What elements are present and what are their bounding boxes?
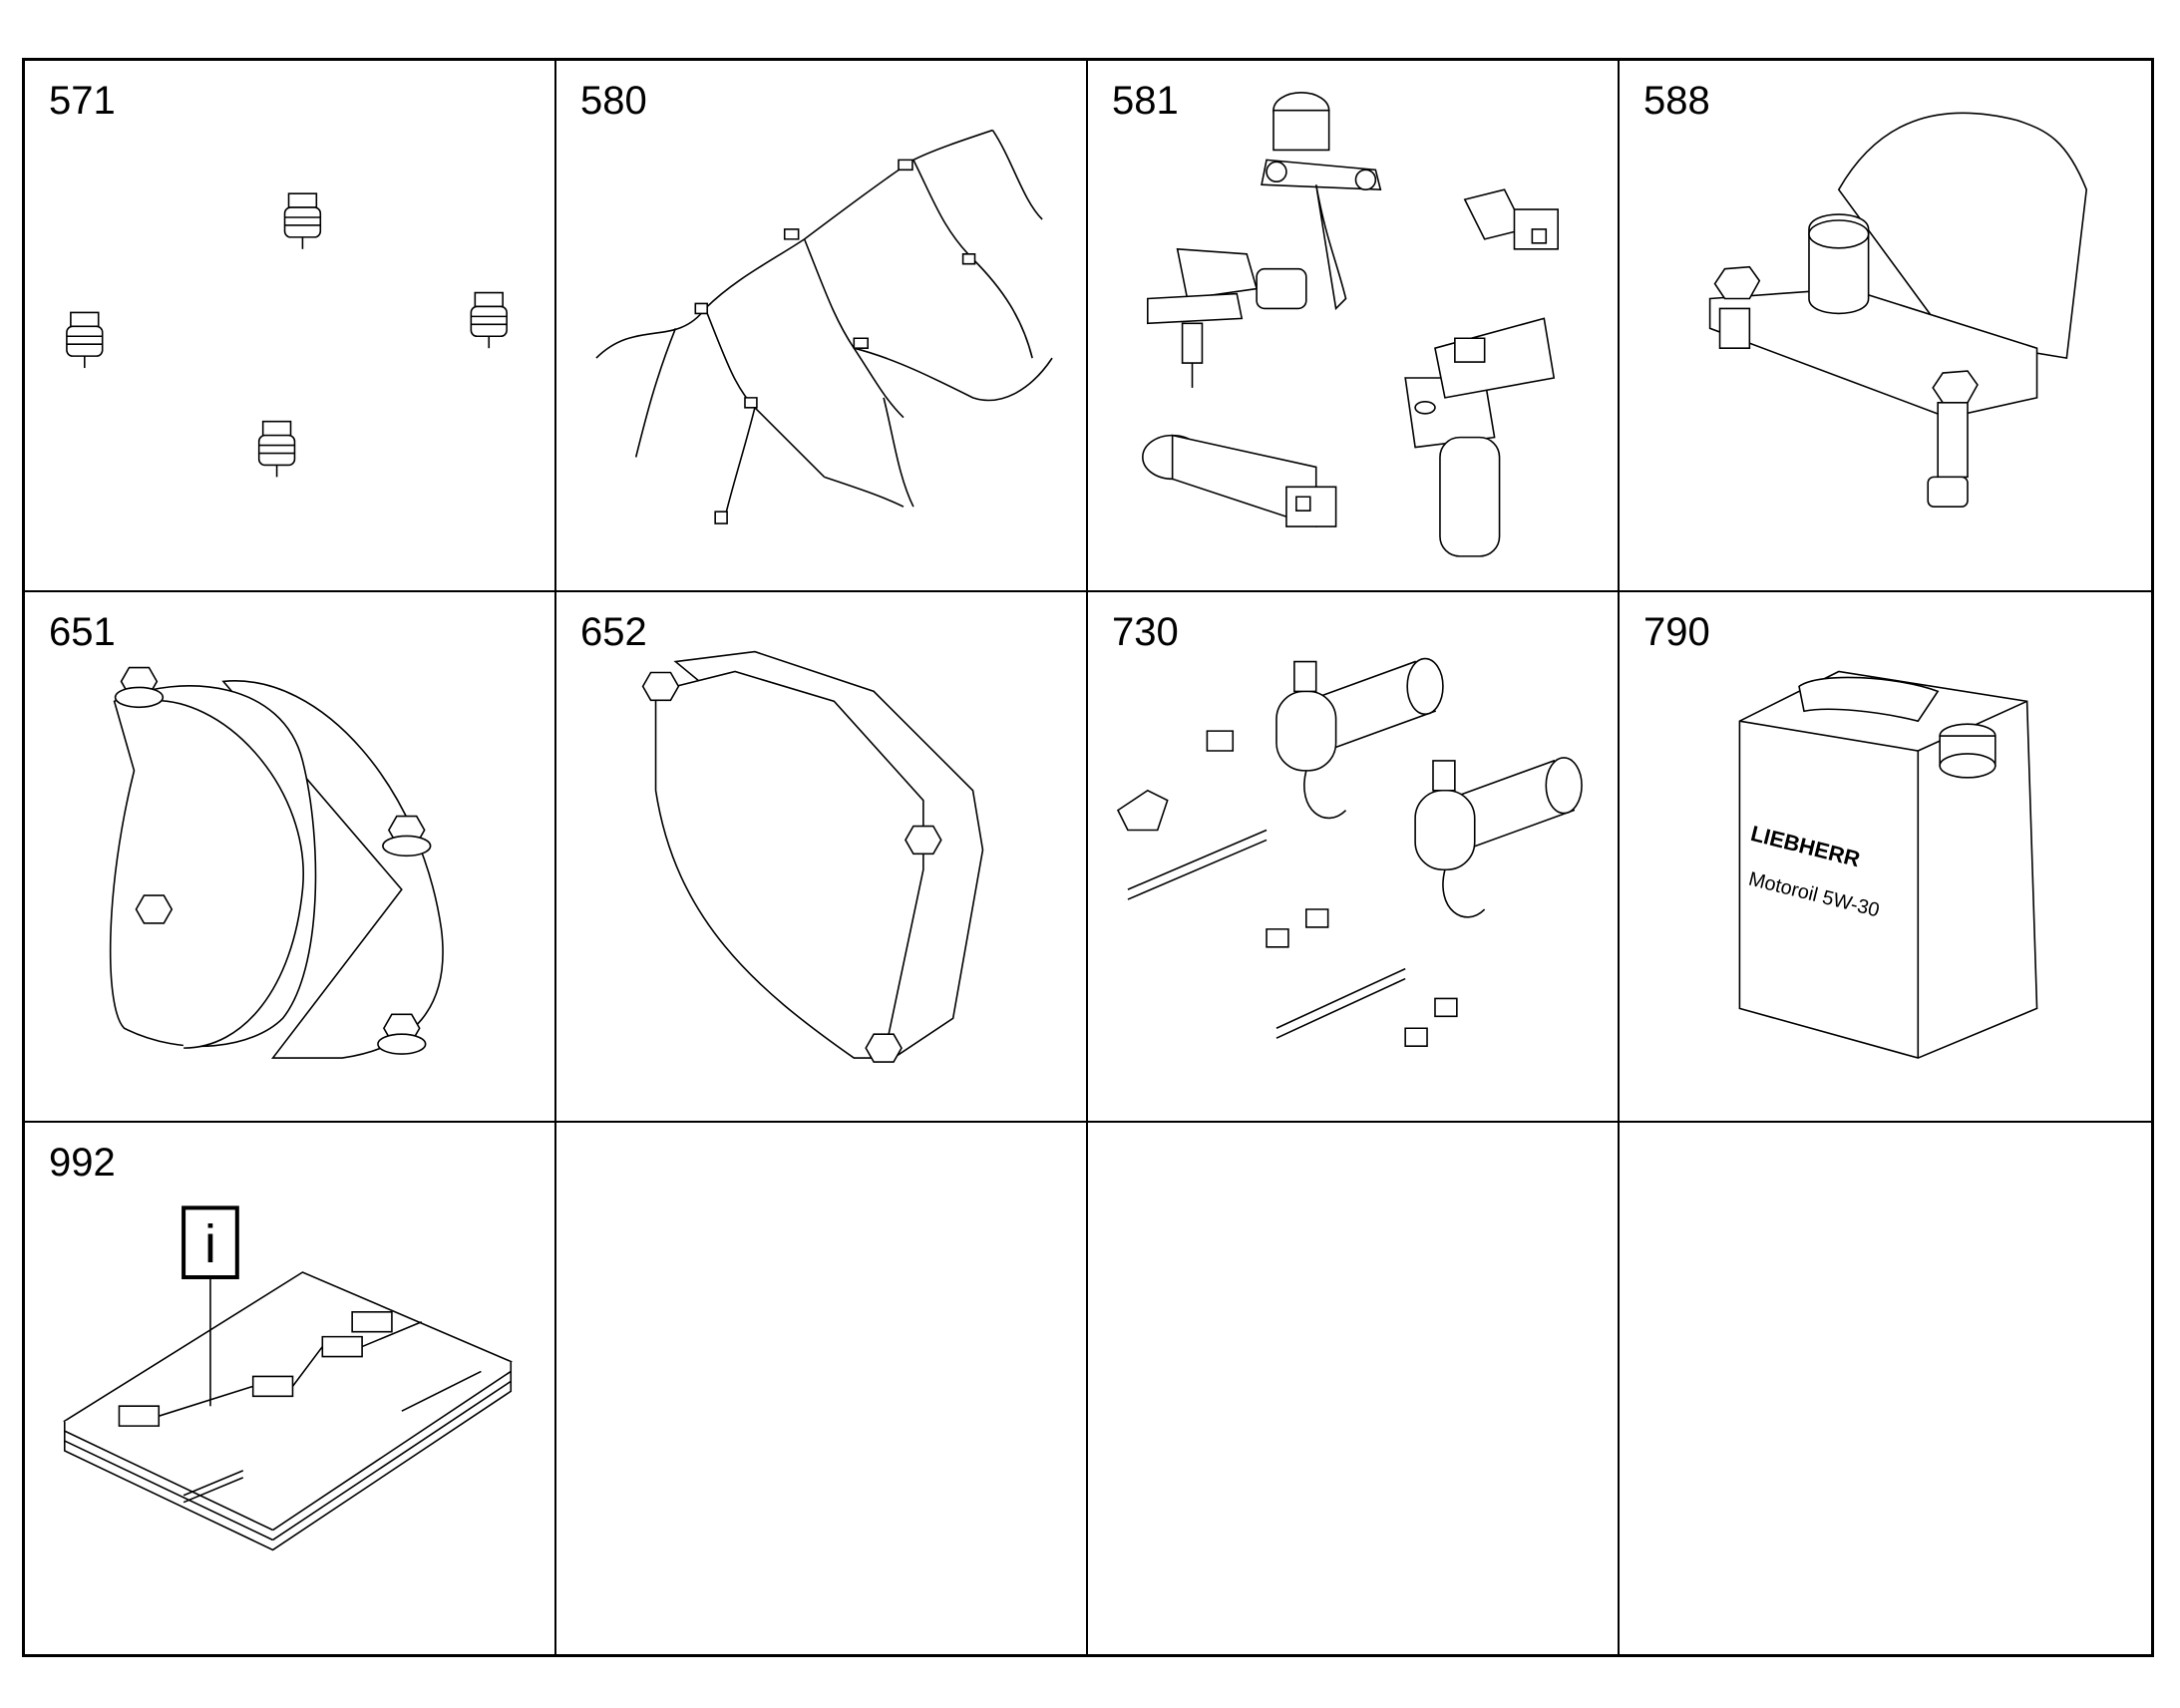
item-number: 581 [1112, 79, 1179, 123]
item-number: 790 [1643, 609, 1710, 654]
cell-588[interactable]: 588 [1620, 61, 2151, 592]
cell-730[interactable]: 730 [1088, 591, 1620, 1124]
cell-580[interactable]: 580 [556, 61, 1088, 592]
empty-cell [556, 1123, 1088, 1654]
item-number: 730 [1112, 609, 1179, 654]
oil-canister-icon: LIEBHERR Motoroil 5W-30 [1620, 592, 2151, 1122]
cover-icon [25, 592, 554, 1122]
heater-kit-icon [1088, 592, 1618, 1122]
item-number: 992 [49, 1141, 116, 1186]
bolt-set-icon [25, 61, 554, 590]
parts-grid: 571 580 581 [22, 58, 2154, 1657]
item-number: 651 [49, 609, 116, 654]
wiring-harness-icon [556, 61, 1086, 590]
cell-651[interactable]: 651 [25, 591, 556, 1124]
documentation-icon: i [25, 1123, 554, 1654]
item-number: 571 [49, 79, 116, 123]
item-number: 652 [580, 609, 647, 654]
cell-790[interactable]: 790 LIEBHERR Motoroil 5W-30 [1620, 592, 2151, 1124]
cell-652[interactable]: 652 [556, 591, 1088, 1124]
item-number: 580 [580, 79, 647, 123]
empty-cell [1620, 1123, 2151, 1654]
sensor-set-icon [1088, 61, 1618, 590]
item-number: 588 [1643, 79, 1710, 123]
cell-571[interactable]: 571 [25, 61, 556, 592]
info-symbol: i [204, 1214, 216, 1274]
cell-581[interactable]: 581 [1088, 61, 1620, 592]
bracket-icon [1620, 61, 2151, 590]
empty-cell [1088, 1123, 1620, 1654]
cell-992[interactable]: 992 i [25, 1123, 556, 1654]
cover-plate-icon [556, 592, 1086, 1122]
